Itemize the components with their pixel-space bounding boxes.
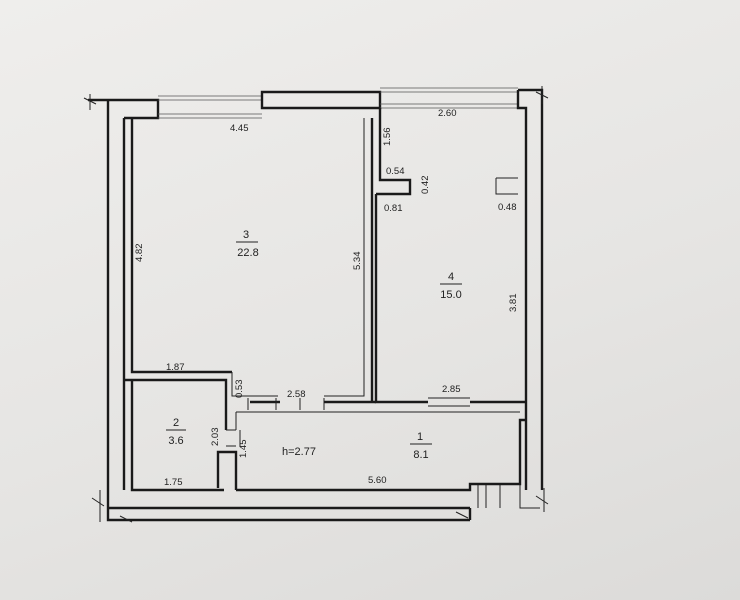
- window-top-left: [158, 95, 262, 119]
- dim-room4-right-jog: 0.48: [498, 202, 517, 213]
- outer-wall-top-middle: [260, 90, 382, 110]
- dim-niche-height: 1.56: [382, 128, 393, 147]
- room-number-2: 2: [173, 417, 179, 429]
- dim-bath-door-height: 1.45: [238, 440, 249, 459]
- outer-wall-bottom: [106, 506, 472, 522]
- dim-room4-left-width: 0.81: [384, 203, 403, 214]
- room-area-4: 15.0: [440, 289, 461, 301]
- room4-door: [428, 397, 470, 407]
- dim-room2-top-jog: 0.53: [234, 380, 245, 399]
- dim-room3-left-height: 4.82: [134, 244, 145, 263]
- dim-room2-height: 2.03: [210, 428, 221, 447]
- room-label-3: 3 22.8: [236, 229, 259, 259]
- room-area-3: 22.8: [237, 247, 258, 259]
- dim-room4-height: 3.81: [508, 294, 519, 313]
- ceiling-height: h=2.77: [282, 446, 316, 458]
- window-top-right: [380, 87, 518, 109]
- room-label-4: 4 15.0: [440, 271, 462, 301]
- room2-door-marks: [247, 398, 325, 410]
- dim-top-right-width: 2.60: [438, 108, 457, 119]
- outer-wall-right: [516, 88, 544, 490]
- dim-corridor-wall-right: 2.85: [442, 384, 461, 395]
- axis-tick-bottom-right: [455, 488, 549, 519]
- dim-room3-right-height: 5.34: [352, 252, 363, 271]
- room-label-2: 2 3.6: [166, 417, 186, 447]
- room4-right-jog: [495, 177, 518, 195]
- room3-outline: [130, 118, 374, 404]
- entry-door: [477, 484, 540, 509]
- room-label-1: 1 8.1: [410, 431, 432, 461]
- outer-wall-left: [106, 100, 126, 508]
- room2-door: [226, 429, 241, 447]
- dim-niche-depth: 0.42: [420, 176, 431, 195]
- dim-niche-width: 0.54: [386, 166, 405, 177]
- room-number-1: 1: [417, 431, 423, 443]
- niche-wall: [376, 108, 412, 196]
- axis-tick-top-left: [83, 94, 97, 110]
- dim-top-left-width: 4.45: [230, 123, 249, 134]
- room-number-3: 3: [243, 229, 249, 241]
- room2-outline: [124, 378, 238, 492]
- dim-room2-bottom-width: 1.75: [164, 477, 183, 488]
- axis-tick-bottom-left: [91, 490, 133, 523]
- corridor-inner: [235, 411, 520, 430]
- room-area-2: 3.6: [168, 435, 183, 447]
- outer-wall-top-left: [88, 98, 160, 120]
- dim-corridor-wall-left: 2.58: [287, 389, 306, 400]
- corridor-outline: [236, 400, 526, 492]
- dim-room2-top-width: 1.87: [166, 362, 185, 373]
- axis-tick-top-right: [535, 86, 549, 104]
- dim-corridor-bottom-width: 5.60: [368, 475, 387, 486]
- room-area-1: 8.1: [413, 449, 428, 461]
- room-number-4: 4: [448, 271, 454, 283]
